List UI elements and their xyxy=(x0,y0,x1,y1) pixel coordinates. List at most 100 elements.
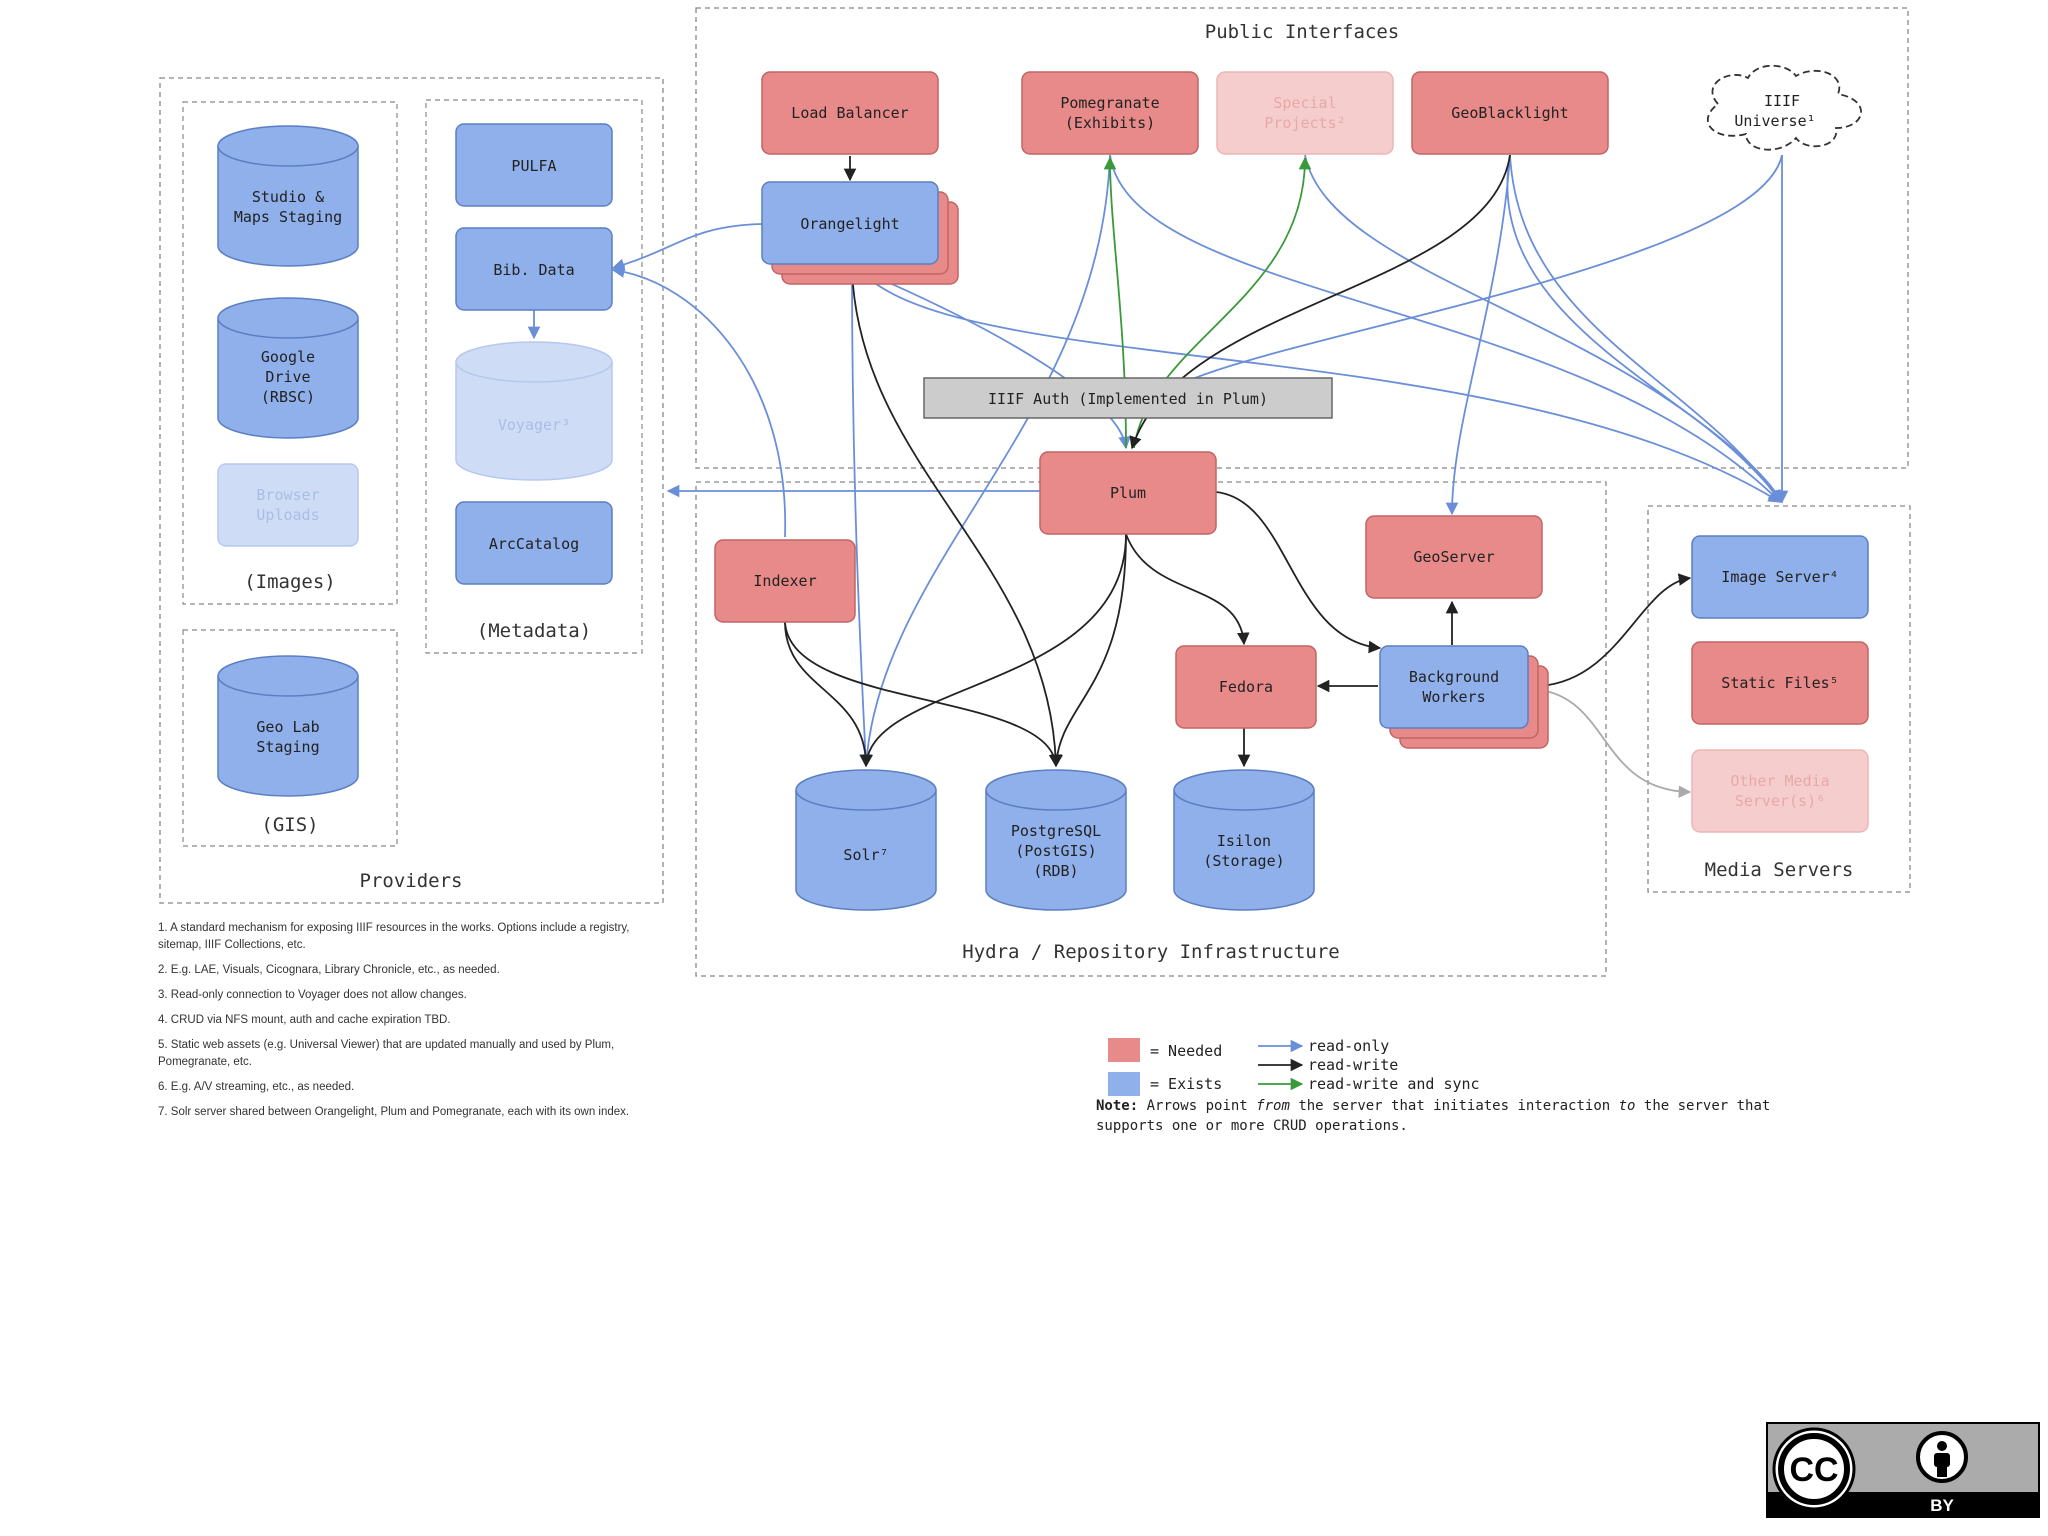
svg-text:Isilon(Storage): Isilon(Storage) xyxy=(1203,832,1284,870)
node-solr: Solr⁷ xyxy=(795,769,937,911)
svg-text:Solr⁷: Solr⁷ xyxy=(843,846,888,864)
edge-orangelight-imageserver xyxy=(859,269,1782,503)
node-image-server: Image Server⁴ xyxy=(1691,535,1869,619)
footnote: 7. Solr server shared between Orangeligh… xyxy=(158,1106,630,1118)
edge-plum-solr xyxy=(860,533,1127,768)
node-studio-maps-staging: Studio &Maps Staging xyxy=(217,125,359,267)
svg-text:GeoServer: GeoServer xyxy=(1413,548,1494,566)
providers-group xyxy=(159,77,664,904)
public-interfaces-group xyxy=(695,7,1909,469)
edge-pomegranate-solr xyxy=(860,154,1111,768)
svg-text:GeoBlacklight: GeoBlacklight xyxy=(1451,104,1568,122)
node-indexer: Indexer xyxy=(714,539,856,623)
cc-by-label: BY xyxy=(1930,1496,1954,1515)
svg-text:Indexer: Indexer xyxy=(753,572,816,590)
legend-sync-label: read-write and sync xyxy=(1308,1075,1480,1093)
svg-text:ArcCatalog: ArcCatalog xyxy=(489,535,579,553)
edge-plum-postgres xyxy=(1050,533,1127,768)
edge-special-imageserver xyxy=(1304,154,1783,503)
legend-exists-label: = Exists xyxy=(1150,1075,1222,1093)
edge-orangelight-plum xyxy=(859,269,1131,450)
edge-plum-workers xyxy=(1215,491,1382,654)
images-group xyxy=(182,101,398,605)
note-label: Note: xyxy=(1096,1098,1139,1114)
svg-text:Plum: Plum xyxy=(1110,484,1146,502)
edge-geoblacklight-imageserver-b xyxy=(1506,154,1783,504)
images-label: (Images) xyxy=(244,571,336,593)
edge-indexer-solr xyxy=(784,621,873,768)
edge-indexer-bibdata xyxy=(611,265,786,538)
svg-text:PULFA: PULFA xyxy=(511,157,556,175)
footnote: 6. E.g. A/V streaming, etc., as needed. xyxy=(158,1081,355,1093)
edge-workers-othermedia xyxy=(1539,689,1692,799)
svg-text:CC: CC xyxy=(1789,1451,1838,1489)
svg-text:PostgreSQL(PostGIS)(RDB): PostgreSQL(PostGIS)(RDB) xyxy=(1011,822,1101,880)
metadata-label: (Metadata) xyxy=(477,620,591,642)
svg-text:Bib. Data: Bib. Data xyxy=(493,261,574,279)
edge-geoblacklight-imageserver-a xyxy=(1509,154,1781,504)
edge-geoblacklight-geoserver xyxy=(1445,154,1511,516)
node-fedora: Fedora xyxy=(1175,645,1317,729)
svg-text:Pomegranate(Exhibits): Pomegranate(Exhibits) xyxy=(1060,94,1159,132)
svg-text:Fedora: Fedora xyxy=(1219,678,1273,696)
edge-pomegranate-imageserver xyxy=(1109,154,1781,503)
node-pulfa: PULFA xyxy=(455,123,613,207)
svg-text:IIIF Auth (Implemented in Plum: IIIF Auth (Implemented in Plum) xyxy=(988,390,1268,408)
gis-group xyxy=(182,629,398,847)
node-geoblacklight: GeoBlacklight xyxy=(1411,71,1609,155)
note: Note: Arrows point from the server that … xyxy=(1096,1098,1771,1134)
node-bib-data: Bib. Data xyxy=(455,227,613,311)
legend-needed-label: = Needed xyxy=(1150,1042,1222,1060)
legend: = Needed = Exists read-only read-write r… xyxy=(1108,1037,1480,1096)
node-arccatalog: ArcCatalog xyxy=(455,501,613,585)
svg-text:Image Server⁴: Image Server⁴ xyxy=(1721,568,1838,586)
media-servers-group xyxy=(1647,505,1911,893)
edge-orangelight-postgres xyxy=(851,269,1062,768)
node-geoserver: GeoServer xyxy=(1365,515,1543,599)
edge-workers-imageserver xyxy=(1539,573,1692,687)
svg-text:Studio &Maps Staging: Studio &Maps Staging xyxy=(234,188,342,226)
public-interfaces-label: Public Interfaces xyxy=(1205,21,1399,43)
edge-orangelight-bibdata xyxy=(611,223,763,271)
edge-plum-fedora xyxy=(1125,533,1250,646)
legend-needed-swatch xyxy=(1108,1038,1140,1062)
legend-read-only-label: read-only xyxy=(1308,1037,1389,1055)
node-orangelight: Orangelight xyxy=(761,181,959,285)
footnote: 4. CRUD via NFS mount, auth and cache ex… xyxy=(158,1014,451,1026)
svg-text:Load Balancer: Load Balancer xyxy=(791,104,908,122)
legend-exists-swatch xyxy=(1108,1072,1140,1096)
gis-label: (GIS) xyxy=(261,814,318,836)
node-pomegranate: Pomegranate(Exhibits) xyxy=(1021,71,1199,155)
metadata-group xyxy=(425,99,643,654)
node-load-balancer: Load Balancer xyxy=(761,71,939,155)
node-isilon: Isilon(Storage) xyxy=(1173,769,1315,911)
footnote: 1. A standard mechanism for exposing III… xyxy=(158,922,630,951)
svg-text:Static Files⁵: Static Files⁵ xyxy=(1721,674,1838,692)
providers-label: Providers xyxy=(360,870,463,892)
footnote: 5. Static web assets (e.g. Universal Vie… xyxy=(158,1039,615,1068)
media-servers-label: Media Servers xyxy=(1705,859,1854,881)
svg-text:Orangelight: Orangelight xyxy=(800,215,899,233)
node-plum: Plum xyxy=(1039,451,1217,535)
footnote: 3. Read-only connection to Voyager does … xyxy=(158,989,467,1001)
footnote: 2. E.g. LAE, Visuals, Cicognara, Library… xyxy=(158,964,500,976)
node-voyager: Voyager³ xyxy=(455,341,613,481)
hydra-label: Hydra / Repository Infrastructure xyxy=(962,941,1340,963)
edge-iiif-plum xyxy=(1189,154,1783,381)
legend-read-write-label: read-write xyxy=(1308,1056,1398,1074)
node-static-files: Static Files⁵ xyxy=(1691,641,1869,725)
